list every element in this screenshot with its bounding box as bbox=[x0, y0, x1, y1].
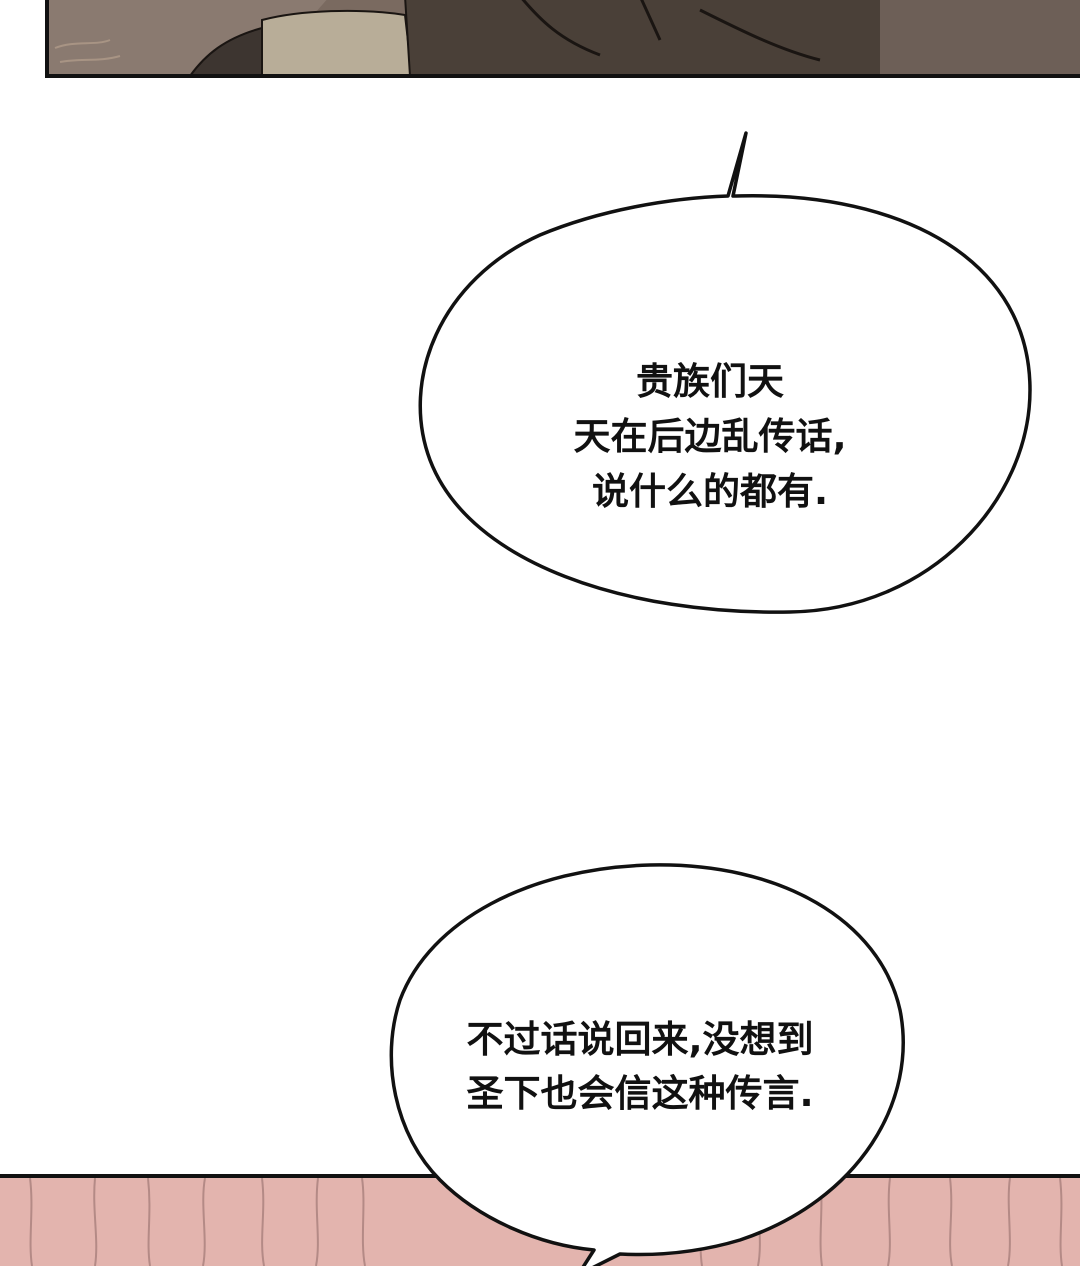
top-panel-figure-coat-fold bbox=[521, 0, 821, 62]
speech-bubble-2-text: 不过话说回来,没想到 圣下也会信这种传言. bbox=[400, 1013, 880, 1121]
top-panel-figure-collar bbox=[261, 9, 414, 77]
speech-bubble-1-line-2: 天在后边乱传话, bbox=[573, 415, 847, 458]
top-panel-frame bbox=[45, 0, 1080, 78]
speech-bubble-2-line-2: 圣下也会信这种传言. bbox=[466, 1072, 814, 1115]
top-panel-scratch bbox=[54, 39, 121, 63]
top-panel bbox=[45, 0, 1080, 78]
speech-bubble-1-line-1: 贵族们天 bbox=[636, 360, 784, 403]
top-panel-figure-dark-area bbox=[880, 0, 1080, 76]
speech-bubble-1 bbox=[418, 131, 1032, 614]
speech-bubble-1-line-3: 说什么的都有. bbox=[591, 470, 829, 513]
speech-bubble-1-text: 贵族们天 天在后边乱传话, 说什么的都有. bbox=[500, 354, 920, 519]
speech-bubble-1-outline bbox=[418, 131, 1032, 614]
speech-bubble-2-line-1: 不过话说回来,没想到 bbox=[466, 1018, 814, 1061]
top-panel-figure-coat bbox=[404, 0, 901, 77]
speech-bubble-2 bbox=[389, 863, 905, 1266]
speech-bubble-2-outline bbox=[389, 863, 905, 1266]
